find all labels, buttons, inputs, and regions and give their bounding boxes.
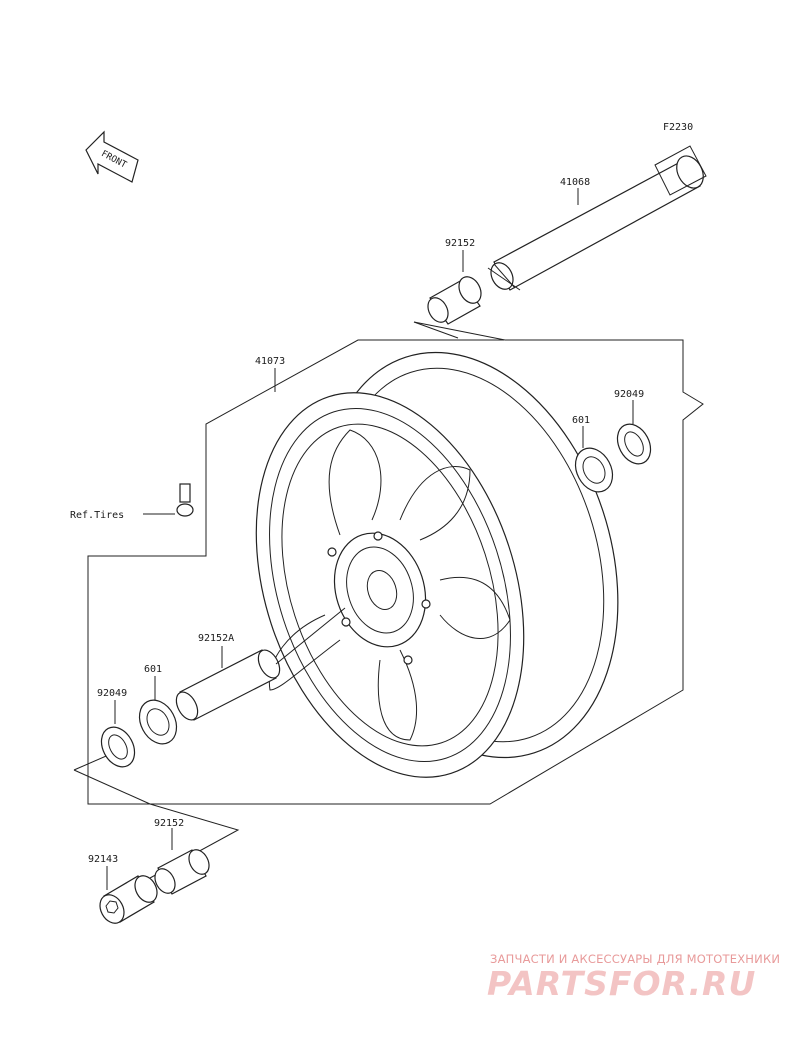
label-seal-right: 92049 (614, 389, 644, 400)
label-bolt: 92143 (88, 854, 118, 865)
label-spacer: 92152A (198, 633, 234, 644)
bearing-right-part (574, 447, 614, 493)
watermark-logo: PARTSFOR.RU (487, 964, 757, 1003)
bearing-left-part (138, 699, 178, 745)
label-wheel: 41073 (255, 356, 285, 367)
spacer-part (175, 649, 281, 721)
diagram-code: F2230 (663, 122, 693, 133)
bolt-part (99, 875, 158, 924)
label-bearing-left: 601 (144, 664, 162, 675)
label-seal-left: 92049 (97, 688, 127, 699)
seal-right-part (616, 423, 652, 465)
ref-tires-label: Ref.Tires (70, 510, 124, 521)
collar-top-part (427, 276, 482, 325)
front-arrow-icon: FRONT (85, 130, 139, 183)
collar-bottom-part (154, 849, 210, 895)
watermark-tagline: ЗАПЧАСТИ И АКСЕССУАРЫ ДЛЯ МОТОТЕХНИКИ (490, 952, 781, 966)
axle-part (487, 145, 707, 291)
label-collar-bottom: 92152 (154, 818, 184, 829)
wheel-part (255, 351, 619, 778)
label-axle: 41068 (560, 177, 590, 188)
valve-part (176, 483, 194, 517)
seal-left-part (100, 726, 136, 768)
label-bearing-right: 601 (572, 415, 590, 426)
label-collar-top: 92152 (445, 238, 475, 249)
wheel-group-frame (87, 321, 704, 805)
